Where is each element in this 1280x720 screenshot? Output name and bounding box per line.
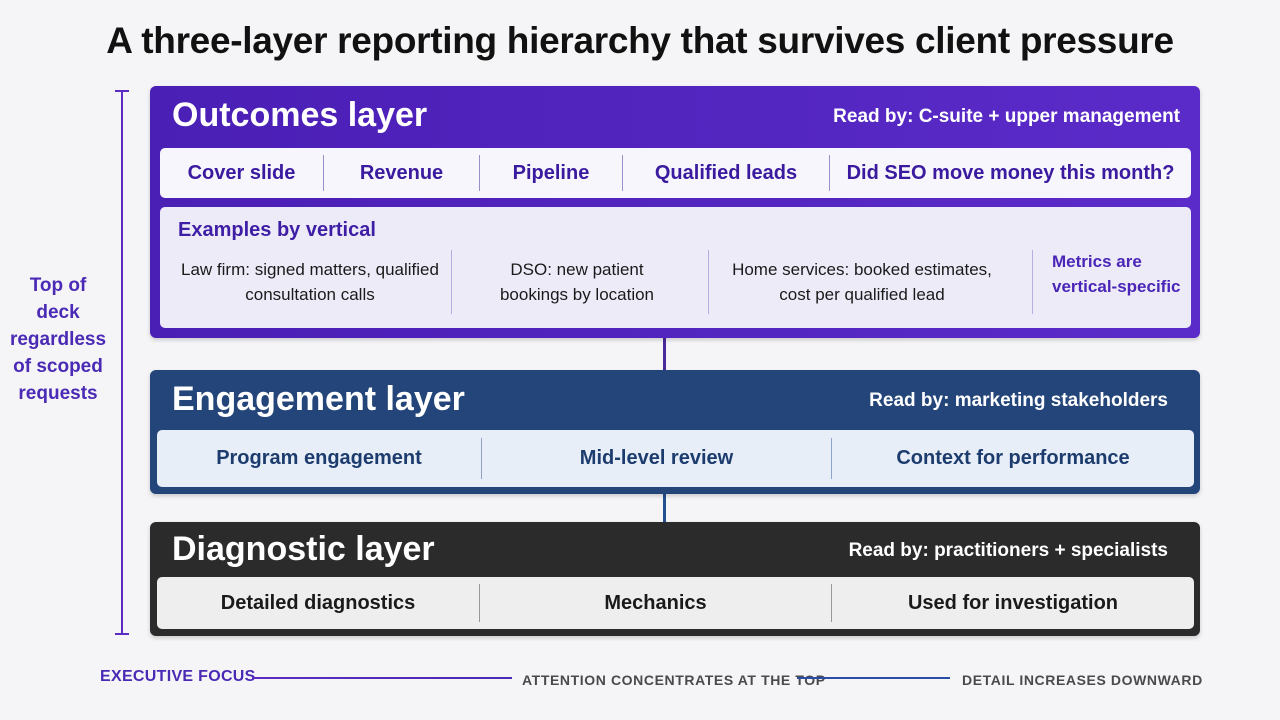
strip-cell: Revenue [359, 161, 444, 184]
examples-divider [1032, 250, 1033, 314]
strip-divider [479, 155, 480, 191]
diagnostic-strip: Detailed diagnostics Mechanics Used for … [157, 577, 1194, 629]
footer-attention: ATTENTION CONCENTRATES AT THE TOP [522, 672, 826, 688]
strip-cell: Detailed diagnostics [220, 591, 416, 614]
strip-divider [323, 155, 324, 191]
examples-note: Metrics are vertical-specific [1052, 252, 1181, 296]
connector-outcomes-engagement [663, 336, 666, 372]
example-home-services: Home services: booked estimates, cost pe… [732, 260, 992, 304]
strip-divider [622, 155, 623, 191]
layer-title: Diagnostic layer [172, 530, 435, 568]
layer-audience: Read by: marketing stakeholders [869, 390, 1168, 411]
layer-title: Outcomes layer [172, 96, 428, 134]
strip-divider [831, 437, 832, 480]
footer-detail: DETAIL INCREASES DOWNWARD [962, 672, 1203, 688]
strip-divider [481, 437, 482, 480]
strip-divider [829, 155, 830, 191]
examples-panel: Examples by vertical Law firm: signed ma… [160, 207, 1191, 328]
bracket-cap-top [115, 90, 129, 92]
side-label: Top of deck regardless of scoped request… [9, 275, 107, 404]
strip-cell: Cover slide [187, 161, 296, 184]
strip-divider [831, 584, 832, 622]
strip-divider [479, 584, 480, 622]
connector-engagement-diagnostic [663, 492, 666, 524]
outcomes-layer: Outcomes layer Read by: C-suite + upper … [150, 86, 1200, 338]
footer-line [797, 677, 950, 679]
layer-audience: Read by: C-suite + upper management [833, 106, 1180, 127]
outcomes-strip: Cover slide Revenue Pipeline Qualified l… [160, 148, 1191, 198]
strip-cell: Qualified leads [654, 161, 798, 184]
strip-cell: Pipeline [512, 161, 590, 184]
example-law-firm: Law firm: signed matters, qualified cons… [181, 260, 439, 304]
strip-cell: Mid-level review [579, 447, 734, 469]
strip-cell: Program engagement [216, 447, 422, 469]
bracket-cap-bottom [115, 633, 129, 635]
strip-cell: Mechanics [604, 591, 707, 614]
strip-cell: Used for investigation [907, 591, 1119, 614]
layer-audience: Read by: practitioners + specialists [848, 540, 1168, 561]
example-dso: DSO: new patient bookings by location [499, 260, 655, 304]
focus-bracket [121, 90, 123, 635]
diagnostic-layer: Diagnostic layer Read by: practitioners … [150, 522, 1200, 636]
footer-executive-focus: EXECUTIVE FOCUS [100, 668, 256, 685]
engagement-layer: Engagement layer Read by: marketing stak… [150, 370, 1200, 494]
examples-divider [708, 250, 709, 314]
layer-title: Engagement layer [172, 380, 465, 418]
examples-title: Examples by vertical [178, 219, 376, 241]
engagement-strip: Program engagement Mid-level review Cont… [157, 430, 1194, 487]
footer-line [252, 677, 512, 679]
diagram-title: A three-layer reporting hierarchy that s… [106, 20, 1174, 61]
strip-cell: Context for performance [896, 447, 1130, 469]
examples-divider [451, 250, 452, 314]
strip-cell: Did SEO move money this month? [846, 161, 1175, 184]
